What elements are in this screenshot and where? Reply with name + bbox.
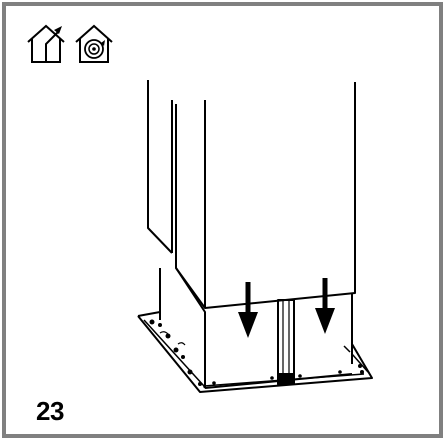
recirculation-icon xyxy=(75,24,113,63)
center-bracket xyxy=(277,299,295,385)
base-plate-holes xyxy=(149,319,364,386)
down-arrow-right xyxy=(315,278,335,334)
down-arrow-left xyxy=(238,282,258,338)
ducted-exhaust-icon xyxy=(27,24,65,63)
lower-duct xyxy=(175,267,206,388)
upper-chimney-back xyxy=(147,80,173,254)
step-number: 23 xyxy=(36,396,64,426)
